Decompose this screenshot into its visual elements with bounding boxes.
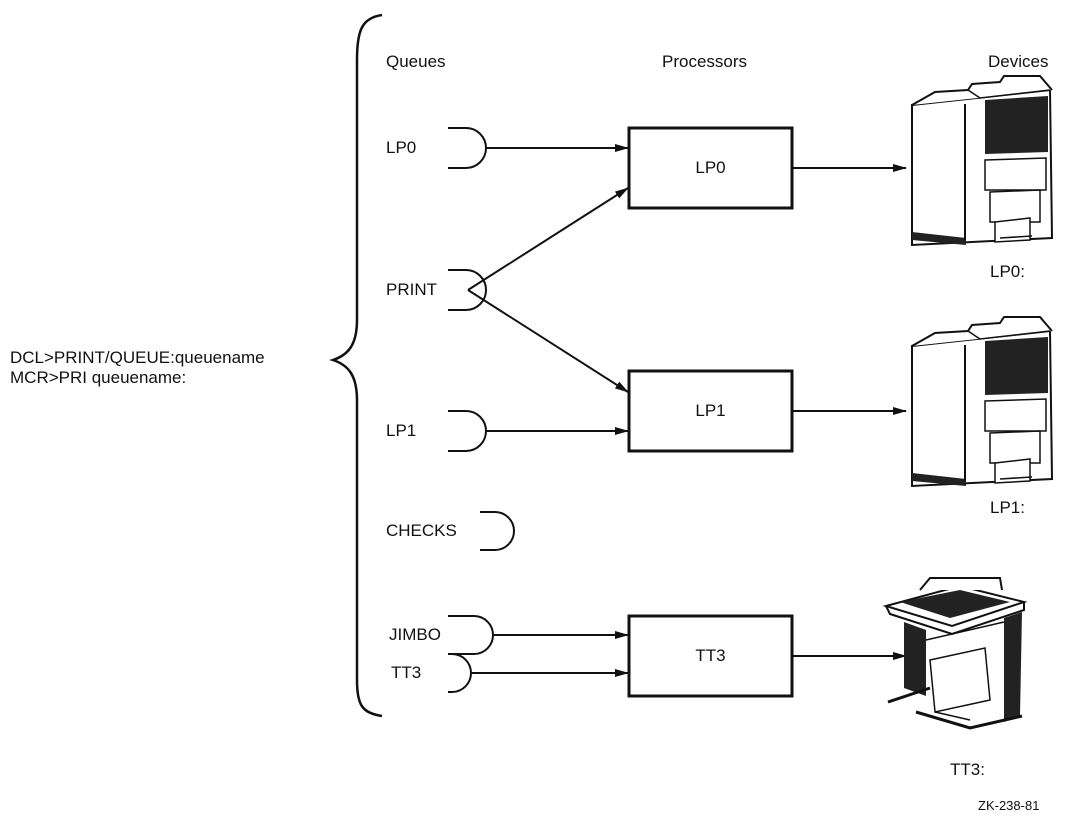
device-label-lp1: LP1: <box>990 498 1025 518</box>
line-printer-icon <box>912 76 1052 245</box>
queue-symbol-lp1 <box>448 411 486 451</box>
processor-label-lp0: LP0 <box>629 158 792 178</box>
device-label-tt3: TT3: <box>950 760 985 780</box>
queue-label-lp0: LP0 <box>386 138 416 158</box>
queue-label-tt3: TT3 <box>391 663 421 683</box>
figure-id: ZK-238-81 <box>978 796 1039 816</box>
curly-brace <box>333 15 382 716</box>
header-queues: Queues <box>386 52 446 72</box>
queue-label-lp1: LP1 <box>386 421 416 441</box>
queue-label-print: PRINT <box>386 280 437 300</box>
queue-symbol-checks <box>480 512 514 550</box>
arrow-print-to-lp0-processor <box>468 188 628 290</box>
dcl-command: DCL>PRINT/QUEUE:queuename <box>10 348 265 368</box>
device-label-lp0: LP0: <box>990 262 1025 282</box>
terminal-printer-icon <box>886 578 1024 728</box>
arrow-print-to-lp1-processor <box>468 290 628 392</box>
queue-label-checks: CHECKS <box>386 521 457 541</box>
processor-label-lp1: LP1 <box>629 401 792 421</box>
queue-symbol-tt3 <box>448 654 471 692</box>
mcr-command: MCR>PRI queuename: <box>10 368 186 388</box>
queue-symbol-jimbo <box>448 616 493 654</box>
line-printer-icon <box>912 317 1052 486</box>
queue-symbol-lp0 <box>448 128 486 168</box>
header-devices: Devices <box>988 52 1048 72</box>
processor-label-tt3: TT3 <box>629 646 792 666</box>
header-processors: Processors <box>662 52 747 72</box>
queue-label-jimbo: JIMBO <box>389 625 441 645</box>
queue-symbol-print <box>448 270 486 310</box>
